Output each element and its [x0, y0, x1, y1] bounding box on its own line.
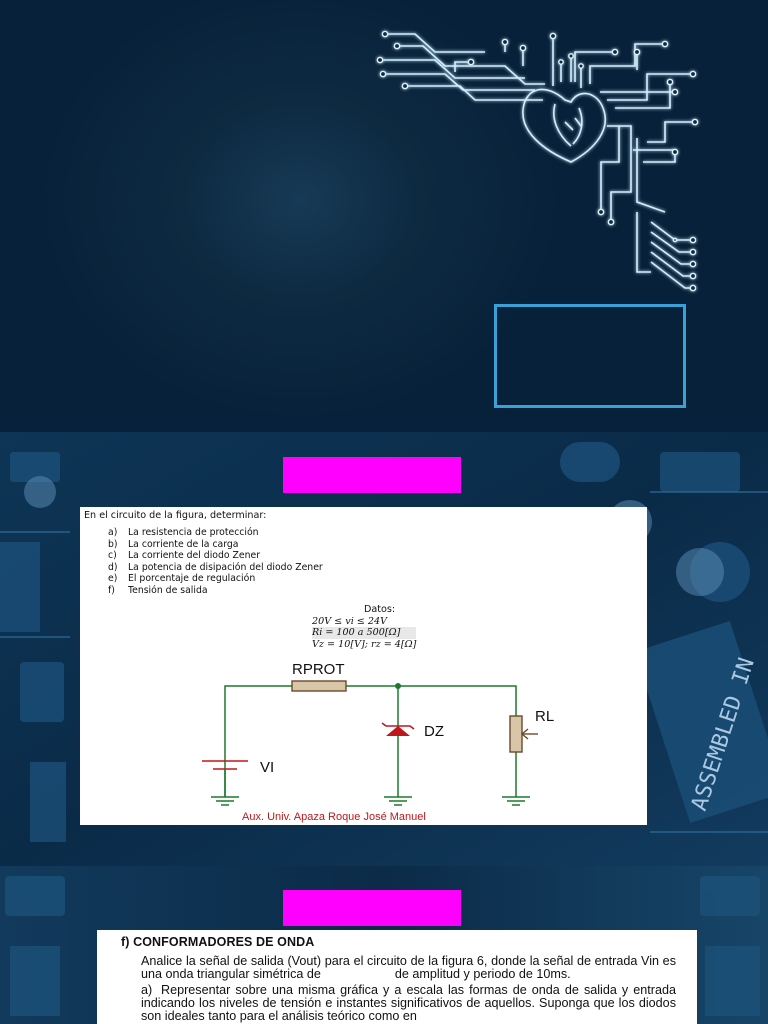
load-label: RL [535, 708, 554, 725]
given-data: Datos: 20V ≤ vi ≤ 24V Ri = 100 a 500[Ω] … [312, 604, 417, 650]
given-data-line: Vz = 10[V]; rz = 4[Ω] [312, 638, 417, 650]
author-caption: Aux. Univ. Apaza Roque José Manuel [242, 811, 426, 823]
title-slide [0, 0, 768, 432]
zener-symbol [381, 722, 415, 736]
given-data-line: 20V ≤ vi ≤ 24V [312, 615, 388, 627]
resistor-label: RPROT [292, 661, 345, 678]
problem-slide: ASSEMBLED IN En el circuito de la figura… [0, 432, 768, 866]
problem-statement: Analice la señal de salida (Vout) para e… [141, 954, 676, 982]
list-item: a)La resistencia de protección [108, 527, 259, 538]
ground-symbols [211, 796, 530, 806]
list-item: b)La corriente de la carga [108, 538, 239, 550]
list-item: a)Representar sobre una misma gráfica y … [141, 983, 676, 1024]
load-symbol [509, 715, 538, 753]
question-list: a)La resistencia de protección b)La corr… [108, 527, 323, 597]
zener-regulator-circuit: RPROT VI DZ RL [202, 661, 554, 806]
title-text-frame [494, 304, 686, 408]
given-data-line: Ri = 100 a 500[Ω] [312, 627, 417, 639]
list-item: c)La corriente del diodo Zener [108, 550, 261, 562]
section-title: f) CONFORMADORES DE ONDA [121, 935, 315, 949]
slide-title-bar [283, 890, 461, 926]
circuit-heart-illustration [376, 30, 699, 292]
zener-label: DZ [424, 723, 444, 740]
resistor-symbol [291, 680, 347, 692]
list-item: f)Tensión de salida [108, 584, 208, 596]
given-data-title: Datos: [364, 604, 396, 615]
list-item: d)La potencia de disipación del diodo Ze… [108, 561, 323, 573]
problem-figure: En el circuito de la figura, determinar:… [80, 507, 647, 825]
source-label: VI [260, 759, 274, 776]
waveshaper-problem: f) CONFORMADORES DE ONDA Analice la seña… [97, 930, 697, 1024]
waveshaper-slide: f) CONFORMADORES DE ONDA Analice la seña… [0, 866, 768, 1024]
slide-title-bar [283, 457, 461, 493]
problem-intro: En el circuito de la figura, determinar: [84, 510, 267, 521]
list-item: e)El porcentaje de regulación [108, 573, 256, 585]
